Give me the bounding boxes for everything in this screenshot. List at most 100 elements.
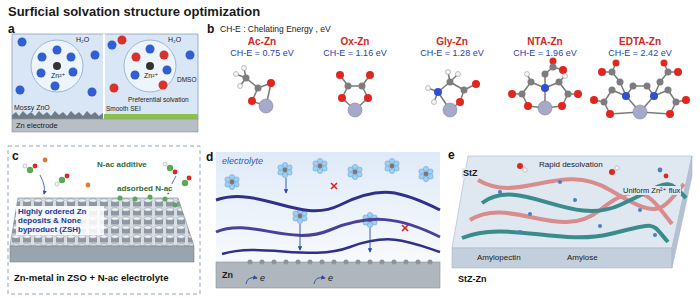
starch-film-illustration	[482, 184, 686, 211]
ion-label: Zn²⁺	[51, 72, 65, 80]
electrolyte-illustration	[331, 183, 337, 189]
energy-value: CH-E = 2.42 eV	[608, 48, 671, 58]
starch-film-illustration	[498, 190, 502, 194]
molecule-model	[666, 110, 674, 118]
molecule-model	[665, 69, 672, 76]
molecule-model	[236, 61, 686, 114]
molecule-model	[248, 97, 256, 105]
electrolyte-illustration	[392, 260, 397, 265]
electrolyte-illustration	[419, 166, 433, 181]
starch-film-illustration	[598, 224, 602, 228]
molecule-model	[238, 84, 243, 89]
solvation-illustration	[163, 66, 172, 75]
starch-film-illustration	[517, 163, 523, 169]
molecule-model	[556, 79, 563, 86]
solvation-illustration	[124, 40, 176, 92]
starch-film-illustration	[672, 156, 692, 268]
starch-film-illustration	[664, 174, 669, 179]
electrolyte-illustration	[216, 192, 440, 210]
molecule-model	[366, 71, 374, 79]
molecule-model	[443, 103, 457, 117]
solvation-illustration	[12, 34, 198, 132]
zn-deposit-illustration	[173, 203, 178, 208]
zn-deposit-illustration	[23, 164, 27, 168]
electrolyte-illustration	[370, 228, 371, 252]
molecule-model	[446, 70, 451, 75]
molecule-model	[622, 92, 630, 100]
electron-label: e	[260, 273, 265, 283]
electrolyte-illustration	[278, 162, 292, 177]
additive-label: adsorbed N-ac	[116, 184, 174, 193]
solvation-illustration	[146, 45, 155, 54]
panel-letter: a	[8, 22, 15, 36]
electrolyte-illustration	[216, 152, 440, 262]
component-label: Amylopectin	[476, 253, 522, 262]
molecule-model	[559, 66, 567, 74]
electrolyte-illustration	[344, 260, 349, 265]
solvation-illustration	[37, 69, 46, 78]
zn-deposit-illustration	[10, 246, 194, 262]
zn-deposit-illustration	[40, 175, 45, 194]
electron-label: e	[328, 273, 333, 283]
starch-film-illustration	[558, 180, 562, 184]
starch-film-illustration	[615, 166, 619, 170]
solvation-illustration	[12, 119, 198, 132]
electrode-label: Zn electrode	[16, 121, 58, 130]
legend-note: CH-E : Chelating Energy , eV	[220, 24, 331, 34]
electrolyte-illustration	[296, 260, 301, 265]
molecule-model	[255, 85, 262, 92]
solvation-illustration	[31, 40, 83, 92]
solvation-illustration	[131, 71, 140, 80]
molecule-model	[650, 92, 658, 100]
molecule-model	[538, 101, 552, 115]
zn-deposit-illustration	[10, 198, 194, 246]
molecule-model	[550, 64, 557, 71]
molecule-model	[673, 99, 680, 106]
complex-name: Ac-Zn	[248, 36, 276, 47]
zn-deposit-illustration	[163, 162, 167, 166]
solvation-illustration	[110, 36, 169, 93]
molecule-model	[519, 91, 526, 98]
molecule-model	[267, 79, 275, 87]
solvation-illustration	[160, 51, 169, 60]
zn-deposit-illustration	[23, 158, 191, 188]
material-label: StZ-Zn	[458, 274, 487, 284]
molecule-model	[248, 58, 690, 119]
zn-deposit-illustration	[173, 170, 178, 175]
starch-film-illustration	[528, 212, 532, 216]
molecule-model	[525, 72, 530, 77]
solvation-illustration	[186, 51, 195, 60]
energy-value: CH-E = 1.16 eV	[323, 48, 386, 58]
solvation-illustration	[53, 62, 61, 70]
zn-deposit-illustration	[187, 176, 192, 181]
zn-deposit-illustration	[8, 146, 200, 294]
electrolyte-illustration	[284, 260, 289, 265]
panel-letter: e	[448, 148, 455, 162]
electrolyte-illustration	[332, 260, 337, 265]
complex-name: EDTA-Zn	[619, 36, 661, 47]
molecule-model	[447, 79, 454, 86]
additive-label: N-ac additive	[96, 160, 148, 169]
starch-film-illustration	[573, 198, 577, 202]
zn-deposit-illustration	[8, 146, 200, 294]
molecule-model	[259, 99, 647, 119]
molecule-model	[234, 72, 239, 77]
zn-deposit-illustration	[133, 197, 138, 202]
solvation-illustration	[12, 111, 103, 119]
electrolyte-illustration	[320, 260, 325, 265]
molecule-model	[657, 79, 664, 86]
solvation-illustration	[104, 114, 198, 119]
molecule-model	[609, 69, 616, 76]
molecule-model	[613, 60, 620, 67]
panel-letter: b	[207, 22, 214, 36]
molecule-model	[682, 96, 690, 104]
solvation-illustration	[146, 62, 154, 70]
molecule-label: H₂O	[76, 36, 89, 43]
complex-name: NTA-Zn	[527, 36, 562, 47]
molecule-label: H₂O	[168, 36, 181, 43]
molecule-model	[234, 66, 568, 105]
molecule-model	[359, 83, 366, 90]
electrolyte-illustration	[248, 260, 433, 265]
molecule-model	[661, 60, 668, 67]
solvation-illustration	[18, 38, 27, 47]
